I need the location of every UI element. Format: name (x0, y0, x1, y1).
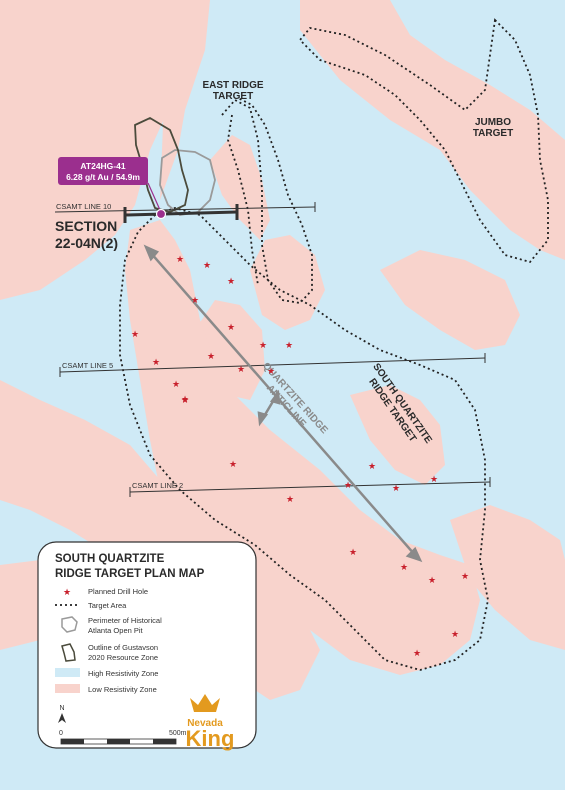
planned-drill-hole: ★ (344, 481, 352, 491)
legend: SOUTH QUARTZITE RIDGE TARGET PLAN MAP ★ … (37, 541, 257, 751)
logo-line1: Nevada (187, 718, 223, 729)
planned-drill-hole: ★ (349, 548, 357, 558)
planned-drill-hole: ★ (131, 330, 139, 340)
planned-drill-hole: ★ (181, 396, 189, 406)
zone-outline-icon (61, 643, 76, 662)
csamt-line-5-label: CSAMT LINE 5 (62, 361, 113, 370)
callout-result: 6.28 g/t Au / 54.9m (66, 172, 140, 182)
east-ridge-target-outline-inner (227, 114, 259, 286)
anticline-axis (143, 244, 423, 563)
planned-drill-hole: ★ (267, 367, 275, 377)
section-label-line1: SECTION (55, 218, 117, 234)
low-resistivity-zones (0, 0, 565, 700)
east-ridge-target-label-line1: EAST RIDGE (202, 80, 263, 91)
jumbo-target-label-line1: JUMBO (475, 117, 511, 128)
jumbo-target-label-line2: TARGET (473, 128, 513, 139)
callout-hole-id: AT24HG-41 (80, 161, 125, 171)
legend-label-zone-line1: Outline of Gustavson (88, 643, 158, 652)
east-ridge-target-label-line2: TARGET (213, 91, 253, 102)
section-line (123, 204, 239, 223)
scale-bar (60, 738, 177, 745)
csamt-line-2-label: CSAMT LINE 2 (132, 481, 183, 490)
csamt-line-2 (129, 481, 491, 493)
north-label: N (59, 705, 64, 712)
planned-drill-hole: ★ (172, 380, 180, 390)
legend-title-line2: RIDGE TARGET PLAN MAP (55, 568, 205, 580)
planned-drill-hole: ★ (227, 277, 235, 287)
planned-drill-hole: ★ (451, 630, 459, 640)
scale-end-label: 500m (169, 730, 187, 737)
planned-drill-hole: ★ (430, 475, 438, 485)
planned-drill-hole: ★ (207, 352, 215, 362)
legend-label-high-resistivity: High Resistivity Zone (88, 669, 158, 678)
planned-drill-hole: ★ (191, 296, 199, 306)
nevada-king-logo: Nevada King (186, 694, 235, 751)
csamt-line-10 (54, 206, 316, 213)
planned-drill-hole: ★ (285, 341, 293, 351)
crown-icon (190, 694, 220, 712)
legend-label-low-resistivity: Low Resistivity Zone (88, 685, 157, 694)
planned-drill-hole: ★ (392, 484, 400, 494)
drill-hole-marker (155, 208, 167, 220)
north-arrow-icon (58, 713, 66, 723)
callout-box (58, 157, 148, 185)
legend-label-zone-line2: 2020 Resource Zone (88, 653, 158, 662)
planned-drill-hole: ★ (428, 576, 436, 586)
blue-swatch-icon (55, 668, 80, 677)
planned-drill-hole: ★ (368, 462, 376, 472)
planned-drill-hole: ★ (413, 649, 421, 659)
scale-start-label: 0 (59, 730, 63, 737)
planned-drill-hole: ★ (400, 563, 408, 573)
pink-swatch-icon (55, 684, 80, 693)
planned-drill-hole: ★ (152, 358, 160, 368)
planned-drill-hole: ★ (203, 261, 211, 271)
planned-drill-holes: ★ ★ ★ ★ ★ ★ ★ ★ ★ ★ ★ ★ ★ ★ ★ ★ ★ ★ ★ ★ … (131, 255, 469, 659)
csamt-line-5 (59, 357, 486, 373)
section-label-line2: 22-04N(2) (55, 235, 118, 251)
planned-drill-hole: ★ (176, 255, 184, 265)
historical-open-pit-perimeter (159, 149, 216, 216)
planned-drill-hole: ★ (229, 460, 237, 470)
csamt-lines (54, 202, 491, 497)
logo-line2: King (186, 726, 235, 751)
planned-drill-hole: ★ (237, 365, 245, 375)
planned-drill-hole: ★ (181, 395, 189, 405)
planned-drill-hole: ★ (461, 572, 469, 582)
legend-box (37, 541, 257, 749)
target-area-outlines (119, 18, 549, 671)
planned-drill-hole: ★ (259, 341, 267, 351)
legend-label-drill-hole: Planned Drill Hole (88, 587, 148, 596)
legend-label-pit-line2: Atlanta Open Pit (88, 626, 144, 635)
star-icon: ★ (63, 588, 71, 598)
drill-result-callout: AT24HG-41 6.28 g/t Au / 54.9m (58, 157, 167, 220)
planned-drill-hole: ★ (286, 495, 294, 505)
legend-label-target-area: Target Area (88, 601, 127, 610)
csamt-line-10-label: CSAMT LINE 10 (56, 202, 111, 211)
planned-drill-hole: ★ (227, 323, 235, 333)
legend-label-pit-line1: Perimeter of Historical (88, 616, 162, 625)
legend-title-line1: SOUTH QUARTZITE (55, 553, 165, 565)
pit-outline-icon (61, 616, 78, 633)
